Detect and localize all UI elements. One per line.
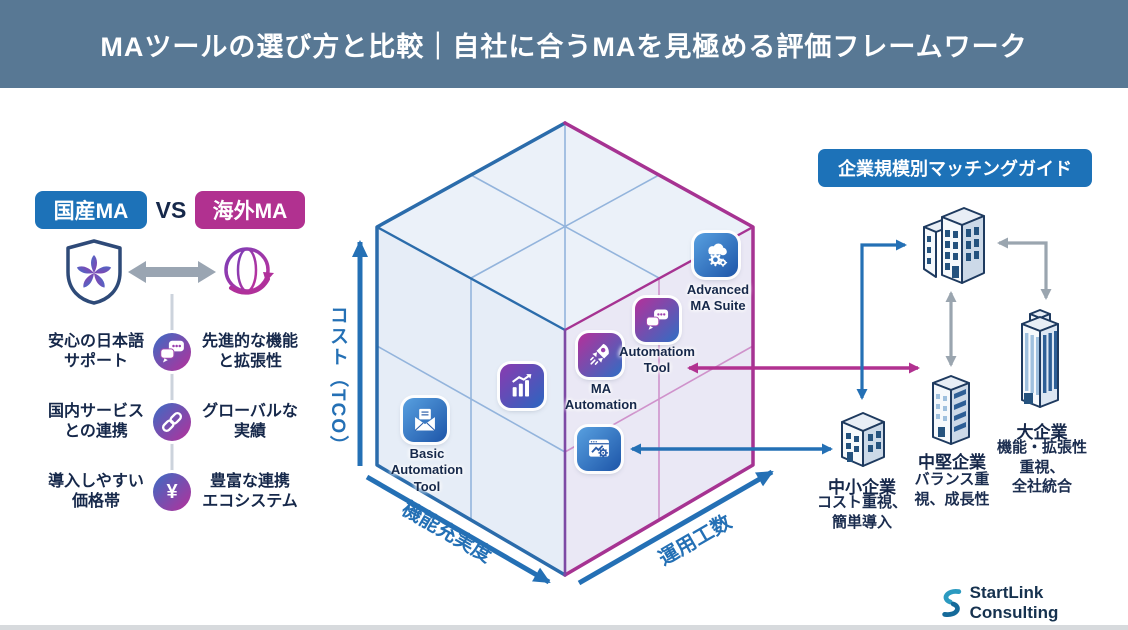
yen-icon: ¥	[153, 473, 191, 511]
mid-company-building-icon	[932, 375, 970, 445]
company-name-large: 大企業	[1016, 423, 1068, 442]
page-title: MAツールの選び方と比較｜自社に合うMAを見極める評価フレームワーク	[100, 31, 1028, 62]
s-swoosh-icon	[942, 589, 962, 617]
shield-sakura-icon	[66, 239, 122, 305]
comparison-left-text: 安心の日本語 サポート	[47, 333, 144, 370]
cloud-gear-icon	[694, 233, 738, 277]
overseas-ma-badge: 海外MA	[195, 191, 305, 229]
comparison-right-text: 豊富な連携 エコシステム	[202, 473, 298, 510]
yen-glyph: ¥	[166, 480, 178, 503]
vs-double-arrow-icon	[128, 261, 216, 283]
link-icon	[153, 403, 191, 441]
comparison-left-text: 国内サービス との連携	[47, 403, 144, 440]
globe-arrow-icon	[224, 247, 274, 295]
company-desc-large: 機能・拡張性 重視、 全社統合	[996, 439, 1087, 495]
gray-l-connector-arrow	[997, 237, 1052, 300]
cost-axis-label: コスト（TCO）	[327, 305, 348, 457]
comparison-right-text: グローバルな 実績	[202, 403, 298, 440]
company-name-mid: 中堅企業	[918, 453, 986, 472]
matching-guide-title: 企業規模別マッチングガイド	[818, 149, 1092, 187]
feature-axis-arrow	[365, 474, 551, 585]
company-name-small: 中小企業	[828, 478, 896, 497]
company-desc-small: コスト重視、 簡単導入	[816, 494, 907, 531]
comparison-right-text: 先進的な機能 と拡張性	[201, 333, 298, 370]
blue-l-connector-arrow	[856, 239, 907, 400]
operation-axis-arrow	[577, 469, 774, 586]
header-bar: MAツールの選び方と比較｜自社に合うMAを見極める評価フレームワーク	[0, 0, 1128, 88]
bottom-edge	[0, 625, 1128, 630]
chat-icon	[153, 333, 191, 371]
tool-label-automation-tool: Automatiom Tool	[619, 344, 695, 376]
domestic-ma-badge: 国産MA	[35, 191, 147, 229]
tool-label-basic: Basic Automation Tool	[390, 446, 464, 494]
small-company-building-icon	[841, 412, 885, 467]
vs-label: VS	[155, 196, 187, 223]
rocket-icon	[578, 333, 622, 377]
chat-bubbles-icon	[635, 298, 679, 342]
bar-chart-icon	[500, 364, 544, 408]
diagram-linework	[128, 121, 1052, 586]
brand-name: StartLink Consulting	[969, 583, 1059, 622]
envelope-icon	[403, 398, 447, 442]
company-desc-mid: バランス重 視、成長性	[914, 471, 990, 508]
tool-label-ma-automation: MA Automation	[564, 381, 638, 413]
large-company-building-icon	[1021, 309, 1059, 408]
comparison-left-text: 導入しやすい 価格帯	[48, 473, 144, 510]
dashboard-gear-icon	[577, 427, 621, 471]
brand-logo: StartLink Consulting	[938, 583, 1128, 622]
tool-label-advanced-suite: Advanced MA Suite	[686, 282, 750, 314]
office-building-icon	[923, 207, 985, 284]
